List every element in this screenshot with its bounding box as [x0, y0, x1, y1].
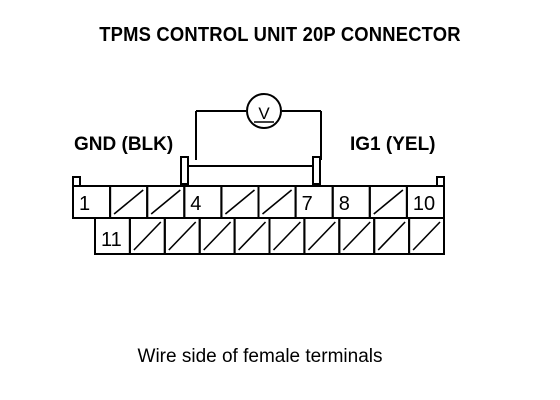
blank-cavity-hatch: [133, 221, 162, 251]
blank-cavity-hatch: [113, 189, 144, 215]
probe-pins: [180, 156, 321, 185]
terminal-top_row-2: [109, 185, 149, 219]
diagram-title: TPMS CONTROL UNIT 20P CONNECTOR: [99, 24, 461, 46]
terminal-11: 11: [94, 217, 131, 255]
terminal-number: 11: [101, 229, 122, 251]
terminal-7: 7: [294, 185, 334, 219]
terminal-bottom_row-3: [163, 217, 201, 255]
terminal-top_row-3: [146, 185, 186, 219]
connector-top-row: 1 4 7 8 10: [72, 185, 445, 219]
blank-cavity-hatch: [150, 189, 181, 215]
terminal-top_row-9: [368, 185, 408, 219]
terminal-bottom_row-9: [373, 217, 411, 255]
blank-cavity-hatch: [238, 221, 267, 251]
terminal-number: 7: [302, 193, 313, 215]
probe-pin-8: [312, 156, 321, 185]
blank-cavity-hatch: [168, 221, 197, 251]
terminal-bottom_row-10: [408, 217, 446, 255]
probe-pin-4: [180, 156, 189, 185]
blank-cavity-hatch: [342, 221, 371, 251]
blank-cavity-hatch: [412, 221, 441, 251]
blank-cavity-hatch: [272, 221, 301, 251]
voltmeter-wiring: [186, 110, 322, 167]
ig1-label: IG1 (YEL): [350, 134, 436, 155]
terminal-bottom_row-8: [338, 217, 376, 255]
blank-cavity-hatch: [224, 189, 256, 215]
terminal-number: 1: [79, 193, 90, 215]
gnd-label: GND (BLK): [74, 134, 174, 155]
terminal-bottom_row-7: [303, 217, 341, 255]
terminal-bottom_row-5: [233, 217, 271, 255]
terminal-8: 8: [331, 185, 371, 219]
connector-bottom-row: 11: [94, 217, 446, 255]
terminal-top_row-5: [220, 185, 260, 219]
blank-cavity-hatch: [373, 189, 404, 215]
blank-cavity-hatch: [307, 221, 336, 251]
terminal-1: 1: [72, 185, 112, 219]
terminal-bottom_row-4: [198, 217, 236, 255]
terminal-number: 10: [413, 193, 435, 215]
terminal-10: 10: [405, 185, 445, 219]
terminal-bottom_row-6: [268, 217, 306, 255]
blank-cavity-hatch: [203, 221, 232, 251]
blank-cavity-hatch: [261, 189, 293, 215]
terminal-bottom_row-2: [128, 217, 166, 255]
terminal-4: 4: [183, 185, 223, 219]
caption: Wire side of female terminals: [137, 346, 383, 367]
terminal-top_row-6: [257, 185, 297, 219]
meter-symbol: V: [258, 104, 270, 123]
voltmeter-icon: V: [246, 93, 282, 129]
blank-cavity-hatch: [377, 221, 406, 251]
terminal-number: 8: [339, 193, 350, 215]
terminal-number: 4: [190, 193, 201, 215]
